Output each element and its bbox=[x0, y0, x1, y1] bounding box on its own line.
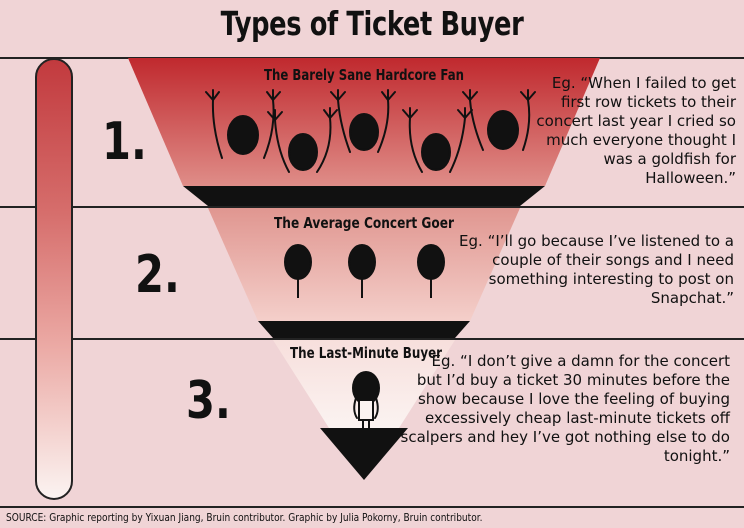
divider-2-3 bbox=[0, 338, 744, 340]
tier-2-base-bar bbox=[258, 321, 470, 338]
example-line: was a goldfish for bbox=[603, 150, 736, 168]
goer-figure bbox=[348, 244, 376, 298]
fan-figure bbox=[267, 107, 338, 173]
tier-1-crowd bbox=[205, 89, 536, 173]
tier-1-base-bar bbox=[183, 186, 545, 206]
example-line: tonight.” bbox=[663, 447, 730, 465]
tier-2-number: 2. bbox=[135, 245, 180, 305]
example-line: Halloween.” bbox=[645, 169, 736, 187]
tier-2-crowd bbox=[284, 244, 445, 298]
goer-figure bbox=[417, 244, 445, 298]
example-line: couple of their songs and I need bbox=[492, 251, 734, 269]
example-line: excessively cheap last-minute tickets of… bbox=[424, 409, 730, 427]
example-line: but I’d buy a ticket 30 minutes before t… bbox=[416, 371, 730, 389]
tier-1-label: The Barely Sane Hardcore Fan bbox=[264, 66, 464, 84]
tier-3-example: Eg. “I don’t give a damn for the concert… bbox=[390, 352, 730, 466]
divider-bottom bbox=[0, 506, 744, 508]
tier-3-buyer-figure bbox=[352, 371, 380, 429]
fan-figure bbox=[205, 89, 281, 159]
goer-figure bbox=[284, 244, 312, 298]
example-line: Eg. “I’ll go because I’ve listened to a bbox=[459, 232, 734, 250]
source-credit: SOURCE: Graphic reporting by Yixuan Jian… bbox=[6, 512, 483, 524]
divider-1-2 bbox=[0, 206, 744, 208]
example-line: first row tickets to their bbox=[560, 93, 736, 111]
ticket-icon bbox=[358, 399, 374, 421]
example-line: Eg. “When I failed to get bbox=[551, 74, 736, 92]
page-title: Types of Ticket Buyer bbox=[220, 4, 524, 43]
intensity-thermometer bbox=[35, 58, 73, 500]
tier-3-tip bbox=[320, 428, 408, 480]
tier-2-label: The Average Concert Goer bbox=[274, 214, 454, 232]
fan-figure bbox=[402, 107, 473, 173]
example-line: scalpers and hey I’ve got nothing else t… bbox=[400, 428, 730, 446]
tier-2-example: Eg. “I’ll go because I’ve listened to a … bbox=[434, 232, 734, 308]
tier-3-label: The Last-Minute Buyer bbox=[290, 344, 442, 362]
tier-3-number: 3. bbox=[186, 371, 231, 431]
example-line: Snapchat.” bbox=[650, 289, 734, 307]
example-line: concert last year I cried so bbox=[536, 112, 736, 130]
tier-1-example: Eg. “When I failed to get first row tick… bbox=[506, 74, 736, 188]
fan-figure bbox=[330, 89, 396, 153]
example-line: Eg. “I don’t give a damn for the concert bbox=[431, 352, 730, 370]
fan-figure bbox=[462, 89, 536, 151]
example-line: something interesting to post on bbox=[488, 270, 734, 288]
example-line: much everyone thought I bbox=[546, 131, 736, 149]
example-line: show because I love the feeling of buyin… bbox=[417, 390, 730, 408]
tier-1-number: 1. bbox=[102, 112, 147, 172]
